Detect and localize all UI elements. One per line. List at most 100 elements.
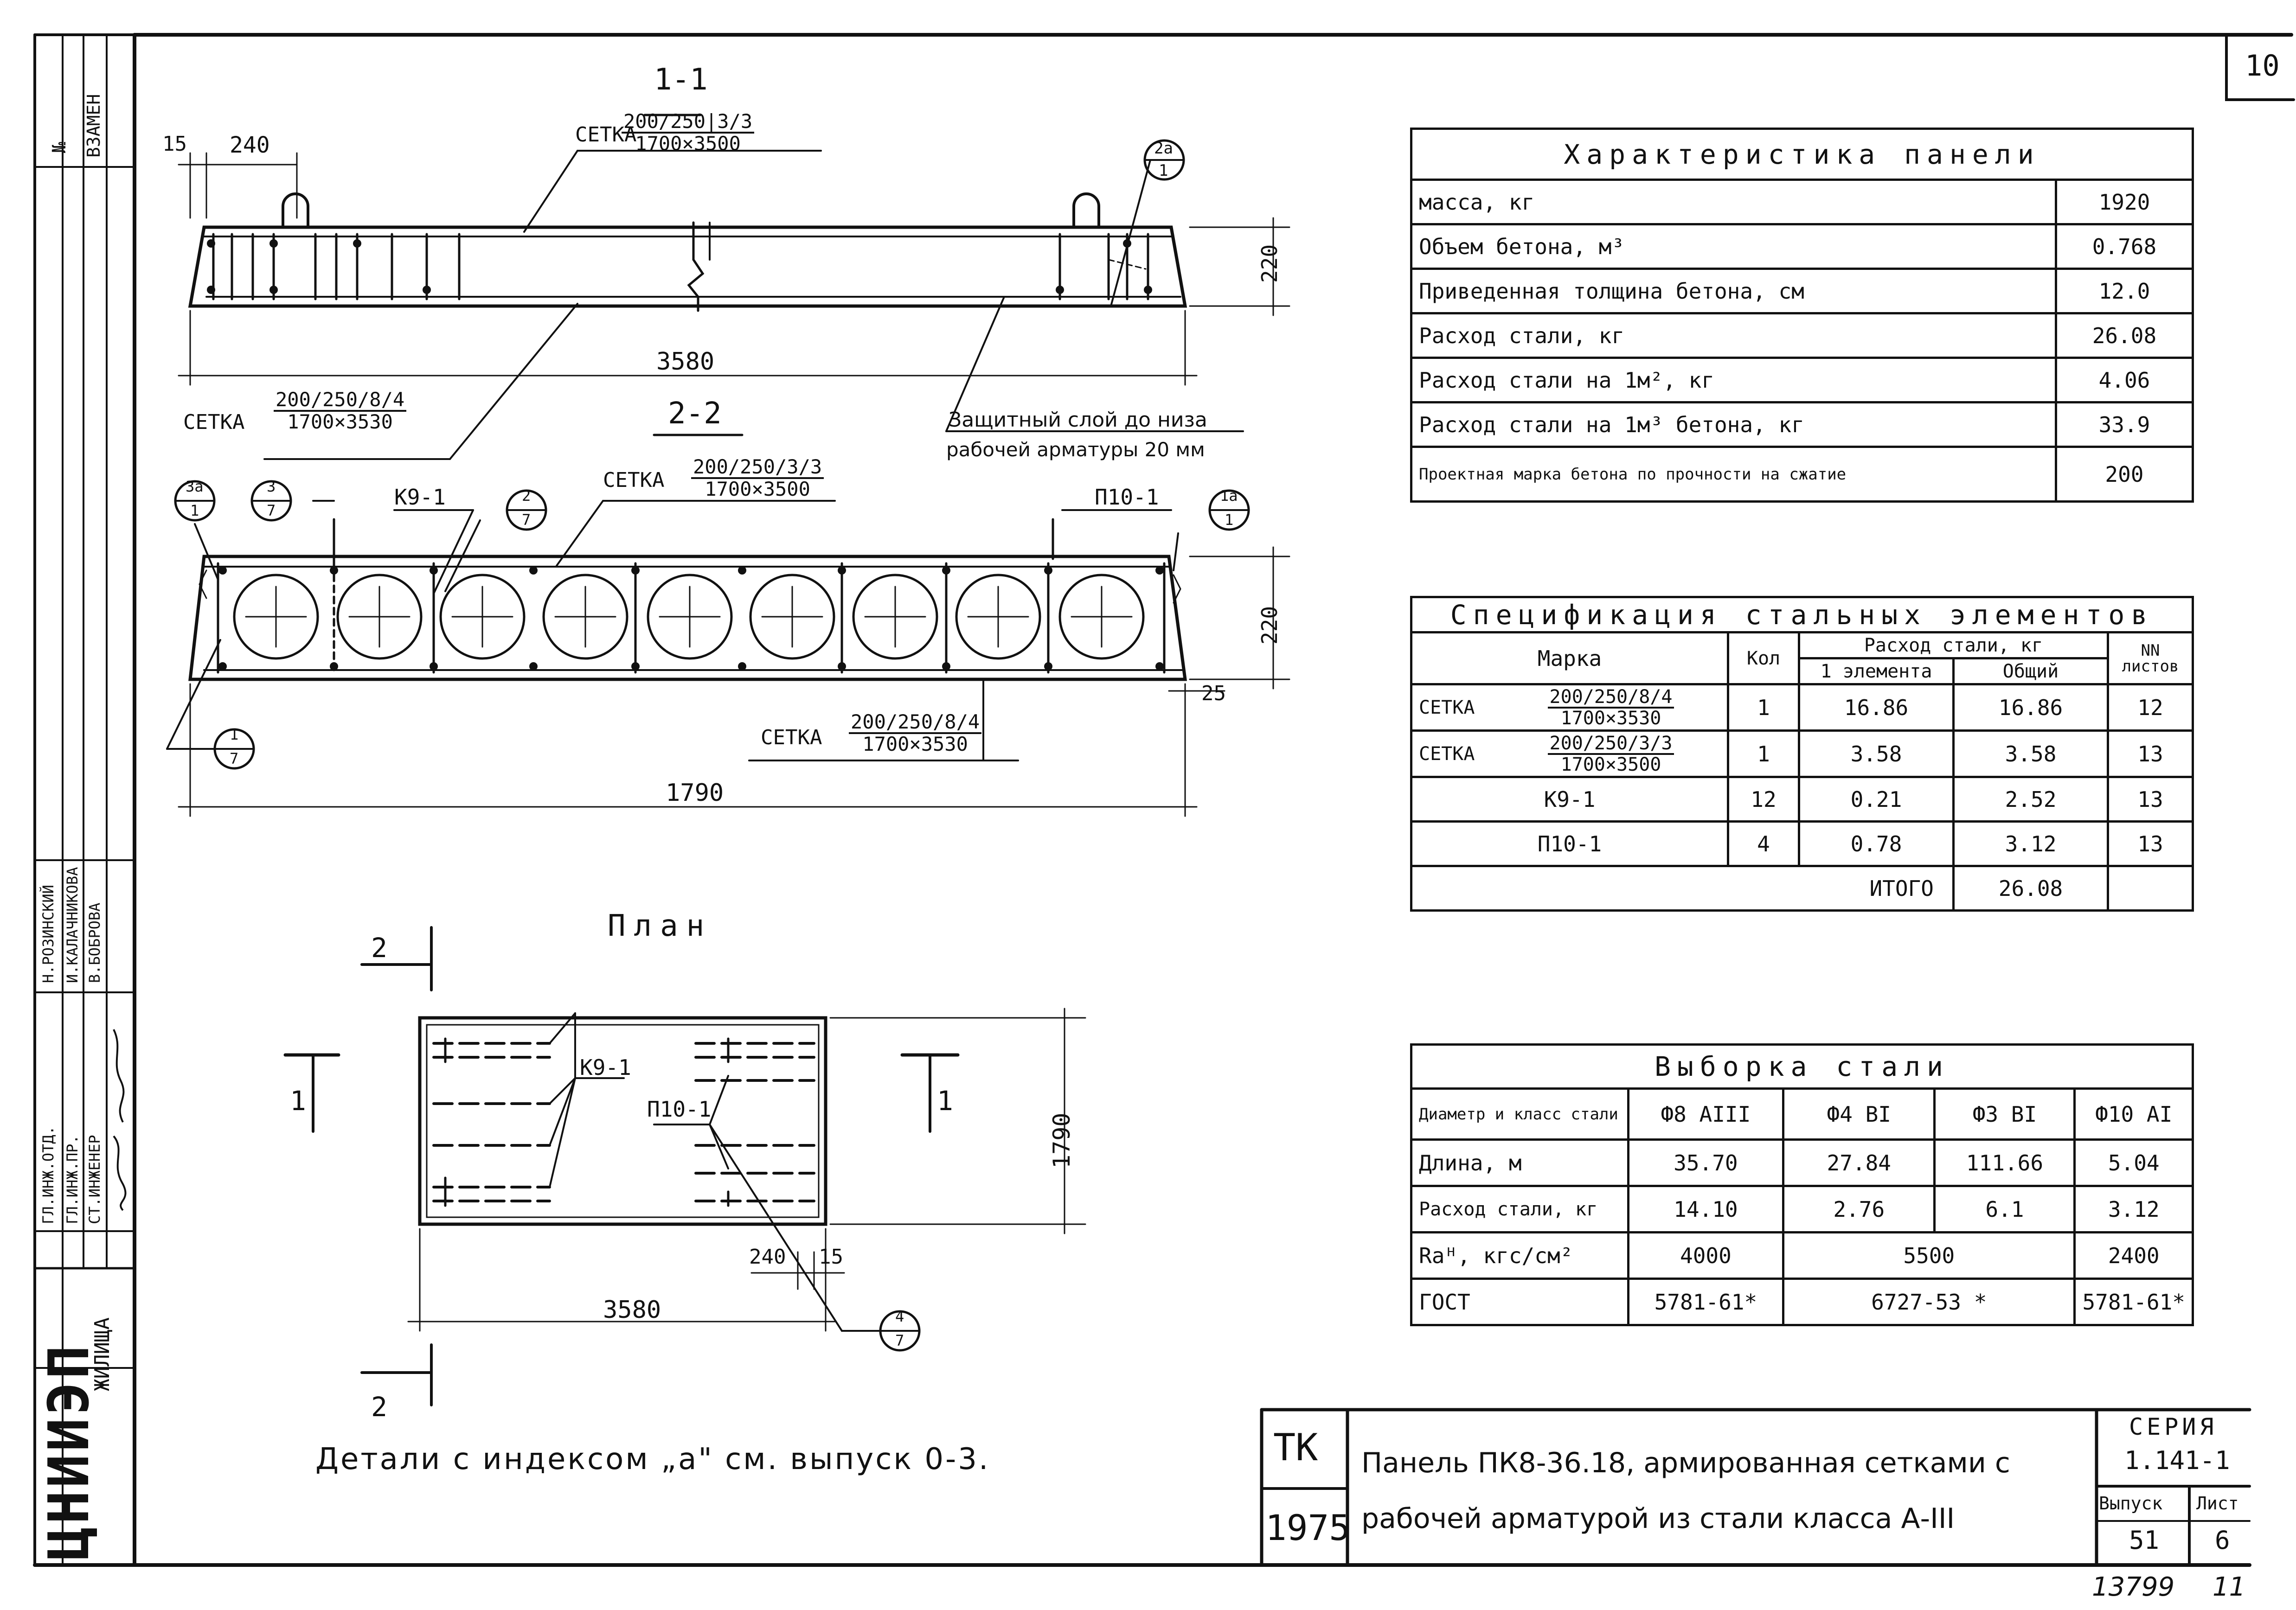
steel-gost-1: 5781-61* <box>1627 1278 1785 1326</box>
strip-no-label: № <box>49 141 70 153</box>
steel-col-2: Ф4 ВI <box>1782 1087 1936 1141</box>
spec-row1-den: 1700×3530 <box>1560 707 1661 729</box>
spec-row4-total: 3.12 <box>1952 820 2109 867</box>
strip-role-1: ГЛ.ИНЖ.ОТД. <box>39 1126 57 1224</box>
section-2-width: 1790 <box>666 779 724 807</box>
steel-cons-3: 6.1 <box>1933 1185 2076 1233</box>
steel-ra-label: Rаᴴ, кгс/см² <box>1410 1231 1629 1280</box>
spec-h-total: Общий <box>1952 657 2109 685</box>
title-tk: ТК <box>1273 1426 1318 1469</box>
sheet-value: 6 <box>2215 1526 2230 1555</box>
callout-1a-num: 1а <box>1220 487 1238 505</box>
steel-cons-1: 14.10 <box>1627 1185 1785 1233</box>
cut-2-bottom: 2 <box>371 1391 387 1423</box>
callout-3-num: 3 <box>267 478 276 495</box>
sheet-number: 10 <box>2245 49 2280 83</box>
steel-len-1: 35.70 <box>1627 1138 1785 1187</box>
section-2-height: 220 <box>1257 606 1282 645</box>
char-label-grade: Проектная марка бетона по прочности на с… <box>1410 446 2057 503</box>
spec-row1-num: 200/250/8/4 <box>1547 687 1674 709</box>
cut-1-right: 1 <box>937 1085 953 1117</box>
callout-2-den: 7 <box>522 511 531 529</box>
strip-name-1: Н.РОЗИНСКИЙ <box>39 885 57 983</box>
plan-dim-240: 240 <box>749 1245 786 1269</box>
callout-4-num: 4 <box>895 1308 904 1325</box>
steel-col-1: Ф8 АIII <box>1627 1087 1785 1141</box>
spec-h-sheets: NN листов <box>2107 631 2194 685</box>
archive-page: 11 <box>2213 1572 2246 1602</box>
title-year: 1975 <box>1265 1507 1351 1548</box>
char-label-thickness: Приведенная толщина бетона, см <box>1410 268 2057 314</box>
steel-len-3: 111.66 <box>1933 1138 2076 1187</box>
mesh-top-num: 200/250|3/3 <box>622 111 755 134</box>
characteristics-title: Характеристика панели <box>1410 128 2194 181</box>
spec-h-one: 1 элемента <box>1798 657 1955 685</box>
issue-label: Выпуск <box>2099 1493 2163 1514</box>
cut-1-left: 1 <box>290 1085 306 1117</box>
plan-dim-15: 15 <box>819 1245 843 1269</box>
series-label: СЕРИЯ <box>2129 1413 2218 1440</box>
spec-h-cons: Расход стали, кг <box>1798 631 2109 659</box>
steel-len-2: 27.84 <box>1782 1138 1936 1187</box>
section-1-title: 1-1 <box>654 63 708 97</box>
char-value-grade: 200 <box>2054 446 2194 503</box>
section-2-mesh-bottom-label: СЕТКА <box>761 726 822 749</box>
spec-row1-qty: 1 <box>1727 683 1800 732</box>
char-label-steel: Расход стали, кг <box>1410 312 2057 359</box>
steel-ra-3: 2400 <box>2073 1231 2194 1280</box>
dim-15: 15 <box>162 132 187 156</box>
steel-col-3: Ф3 ВI <box>1933 1087 2076 1141</box>
callout-1-den: 7 <box>230 750 239 767</box>
mesh2-bottom-den: 1700×3530 <box>862 733 968 756</box>
steel-ra-1: 4000 <box>1627 1231 1785 1280</box>
strip-role-3: СТ.ИНЖЕНЕР <box>86 1135 103 1224</box>
details-note: Детали с индексом „а" см. выпуск 0-3. <box>315 1442 990 1476</box>
section-2-p10: П10-1 <box>1095 485 1159 510</box>
spec-h-qty: Кол <box>1727 631 1800 685</box>
mesh-bottom-den: 1700×3530 <box>287 410 393 434</box>
char-value-steel-m2: 4.06 <box>2054 357 2194 403</box>
cover-note-2: рабочей арматуры 20 мм <box>946 438 1205 461</box>
plan-title: План <box>608 909 713 943</box>
title-line-1: Панель ПК8-36.18, армированная сетками с <box>1361 1447 2010 1479</box>
steel-table: Выборка стали Диаметр и класс стали Ф8 А… <box>1410 1043 2194 1326</box>
char-value-thickness: 12.0 <box>2054 268 2194 314</box>
mesh2-bottom-num: 200/250/8/4 <box>849 711 982 735</box>
steel-cons-4: 3.12 <box>2073 1185 2194 1233</box>
spec-row3-mark: К9-1 <box>1410 776 1729 823</box>
steel-gost-label: ГОСТ <box>1410 1278 1629 1326</box>
cut-2-top: 2 <box>371 932 387 964</box>
series-value: 1.141-1 <box>2124 1446 2230 1475</box>
section-1-mesh-top-label: СЕТКА <box>575 123 637 147</box>
spec-total-blank <box>2107 865 2194 912</box>
steel-h-diam: Диаметр и класс стали <box>1410 1087 1629 1141</box>
archive-number: 13799 <box>2092 1572 2175 1602</box>
spec-row3-one: 0.21 <box>1798 776 1955 823</box>
spec-total-value: 26.08 <box>1952 865 2109 912</box>
callout-3a-den: 1 <box>190 502 199 519</box>
strip-name-3: В.БОБРОВА <box>86 902 103 983</box>
sheet-label: Лист <box>2196 1493 2239 1514</box>
section-2-title: 2-2 <box>668 396 722 431</box>
spec-row2-one: 3.58 <box>1798 729 1955 778</box>
callout-1a-den: 1 <box>1225 511 1234 529</box>
char-value-steel-m3: 33.9 <box>2054 401 2194 448</box>
section-2-mesh-top-label: СЕТКА <box>603 468 665 492</box>
signatures <box>113 1029 127 1211</box>
spec-h-mark: Марка <box>1410 631 1729 685</box>
mesh-top-den: 1700×3500 <box>635 132 741 155</box>
spec-row4-mark: П10-1 <box>1410 820 1729 867</box>
spec-row2-num: 200/250/3/3 <box>1547 734 1674 755</box>
mesh-bottom-num: 200/250/8/4 <box>274 389 407 412</box>
spec-row1-total: 16.86 <box>1952 683 2109 732</box>
cover-note-1: Защитный слой до низа <box>949 408 1207 432</box>
mesh2-top-den: 1700×3500 <box>705 478 810 501</box>
spec-title: Спецификация стальных элементов <box>1410 596 2194 633</box>
specification-table: Спецификация стальных элементов Марка Ко… <box>1410 596 2194 912</box>
steel-len-label: Длина, м <box>1410 1138 1629 1187</box>
